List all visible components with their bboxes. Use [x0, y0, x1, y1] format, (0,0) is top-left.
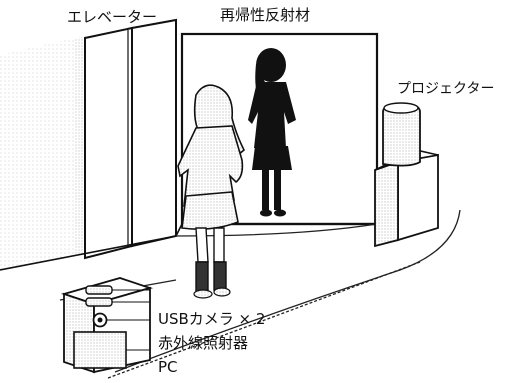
floor-edge [0, 223, 183, 271]
elevator-door-left [84, 26, 133, 260]
child-figure-icon [177, 84, 245, 299]
usb-camera-upper [85, 285, 113, 295]
pc-tower-icon [60, 277, 154, 374]
elevator-doors [84, 18, 177, 260]
shadow-silhouette-icon [248, 48, 296, 217]
elevator-label: エレベーター [67, 8, 158, 26]
retroreflector-label: 再帰性反射材 [220, 6, 311, 24]
projector-label: プロジェクター [397, 81, 495, 97]
projector-icon [374, 102, 439, 248]
elevator-door-right [131, 18, 177, 248]
usb-camera-lower [85, 297, 113, 307]
pc-label: PC [158, 358, 178, 376]
usb-cameras-label: USBカメラ × 2 [158, 310, 266, 328]
leader-lines [106, 289, 150, 351]
pc-front-panel [73, 331, 127, 369]
ir-illuminator-label: 赤外線照射器 [158, 334, 249, 352]
